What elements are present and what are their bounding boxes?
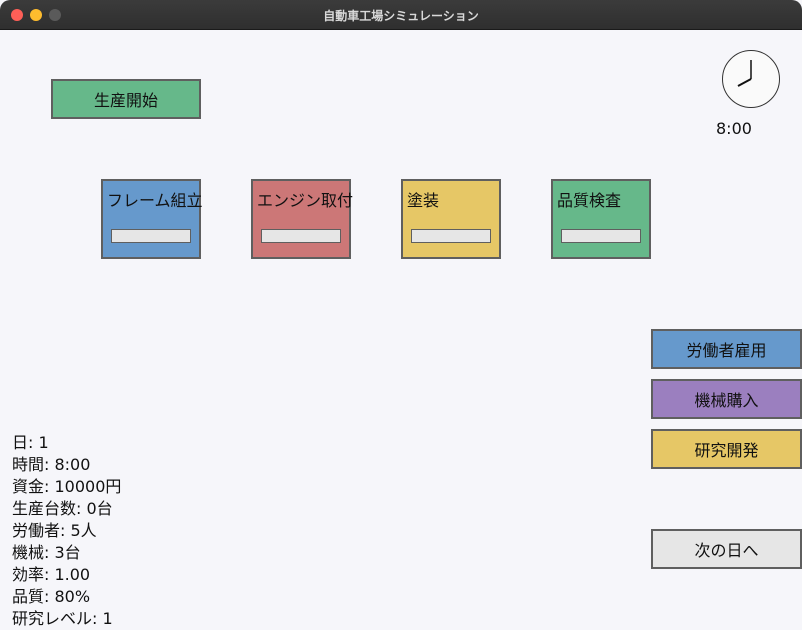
next-day-button[interactable]: 次の日へ [651, 529, 802, 569]
station-label: エンジン取付 [257, 191, 354, 210]
title-bar: 自動車工場シミュレーション [0, 0, 802, 30]
stat-production: 生産台数: 0台 [12, 499, 113, 518]
research-button[interactable]: 研究開発 [651, 429, 802, 469]
progress-bar [561, 229, 641, 243]
progress-bar [411, 229, 491, 243]
stat-efficiency: 効率: 1.00 [12, 565, 91, 584]
station-quality-inspection: 品質検査 [551, 179, 651, 259]
stat-machines: 機械: 3台 [12, 543, 81, 562]
maximize-window-button[interactable] [49, 9, 61, 21]
station-label: 品質検査 [557, 191, 622, 210]
window-title: 自動車工場シミュレーション [323, 9, 479, 23]
clock-face [737, 60, 752, 87]
progress-bar [261, 229, 341, 243]
buy-machine-button[interactable]: 機械購入 [651, 379, 802, 419]
station-label: フレーム組立 [107, 191, 203, 210]
station-label: 塗装 [407, 191, 440, 210]
minimize-window-button[interactable] [30, 9, 42, 21]
stat-funds: 資金: 10000円 [12, 477, 122, 496]
hire-worker-button[interactable]: 労働者雇用 [651, 329, 802, 369]
progress-bar [111, 229, 191, 243]
station-painting: 塗装 [401, 179, 501, 259]
analog-clock-icon [722, 50, 780, 108]
station-frame-assembly: フレーム組立 [101, 179, 203, 259]
station-engine-install: エンジン取付 [251, 179, 354, 259]
stat-day: 日: 1 [12, 433, 49, 452]
close-window-button[interactable] [11, 9, 23, 21]
clock-hour-hand [737, 78, 752, 87]
stats-panel: 日: 1 時間: 8:00 資金: 10000円 生産台数: 0台 労働者: 5… [12, 432, 121, 630]
stat-quality: 品質: 80% [12, 587, 91, 606]
stat-research-level: 研究レベル: 1 [12, 609, 113, 628]
stat-workers: 労働者: 5人 [12, 521, 97, 540]
clock-time-label: 8:00 [716, 119, 752, 138]
start-production-button[interactable]: 生産開始 [51, 79, 201, 119]
stat-time: 時間: 8:00 [12, 455, 91, 474]
